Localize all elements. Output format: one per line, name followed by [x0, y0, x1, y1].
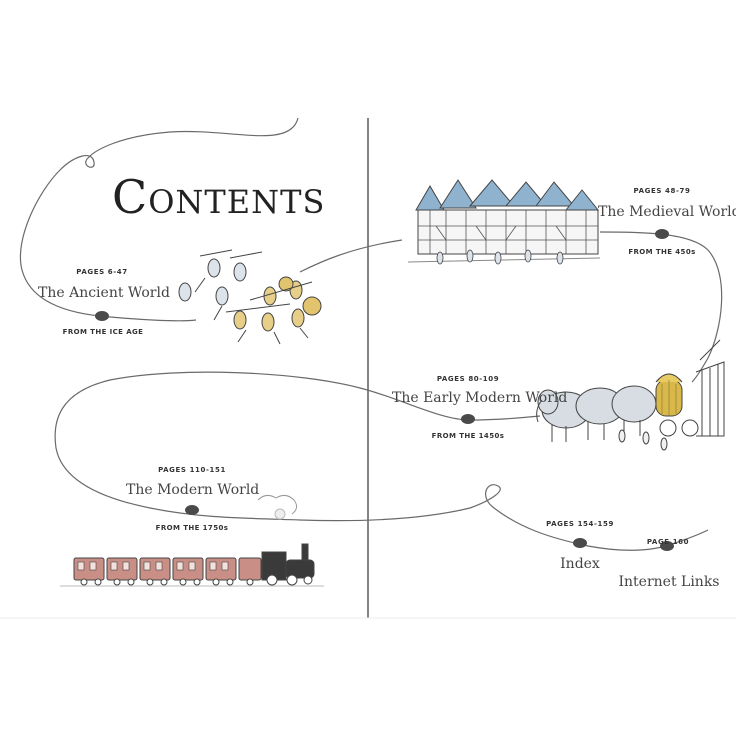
- modern-world-title[interactable]: The Modern World: [126, 482, 260, 498]
- medieval-pages-label: PAGES 48-79: [633, 187, 691, 195]
- ancient-from-label: FROM THE ICE AGE: [62, 328, 144, 336]
- early-modern-from-label: FROM THE 1450s: [431, 432, 505, 440]
- early-modern-world-title[interactable]: The Early Modern World: [392, 390, 568, 406]
- index-title[interactable]: Index: [560, 556, 600, 572]
- timeline-path: [19, 117, 723, 551]
- timeline-dot-modern: [185, 505, 199, 515]
- medieval-town-illustration: [407, 179, 601, 265]
- medieval-world-title[interactable]: The Medieval World: [598, 204, 736, 220]
- early-modern-pages-label: PAGES 80-109: [436, 375, 500, 383]
- ancient-pages-label: PAGES 6-47: [76, 268, 128, 276]
- contents-heading: Contents: [112, 170, 326, 224]
- timeline-dot-ancient: [95, 311, 109, 321]
- modern-from-label: FROM THE 1750s: [155, 524, 229, 532]
- timeline-dot-medieval: [655, 229, 669, 239]
- ancient-world-title[interactable]: The Ancient World: [38, 285, 170, 301]
- medieval-from-label: FROM THE 450s: [628, 248, 696, 256]
- internet-links-pages-label: PAGE 160: [646, 538, 690, 546]
- timeline-dot-early-modern: [461, 414, 475, 424]
- timeline-dot-index: [573, 538, 587, 548]
- ancient-warriors-illustration: [178, 249, 322, 345]
- elephant-procession-illustration: [536, 339, 725, 451]
- timeline-dot-internet-links: [660, 541, 674, 551]
- steam-train-illustration: [60, 494, 324, 587]
- internet-links-title[interactable]: Internet Links: [618, 574, 720, 590]
- modern-pages-label: PAGES 110-151: [158, 466, 226, 474]
- index-pages-label: PAGES 154-159: [546, 520, 614, 528]
